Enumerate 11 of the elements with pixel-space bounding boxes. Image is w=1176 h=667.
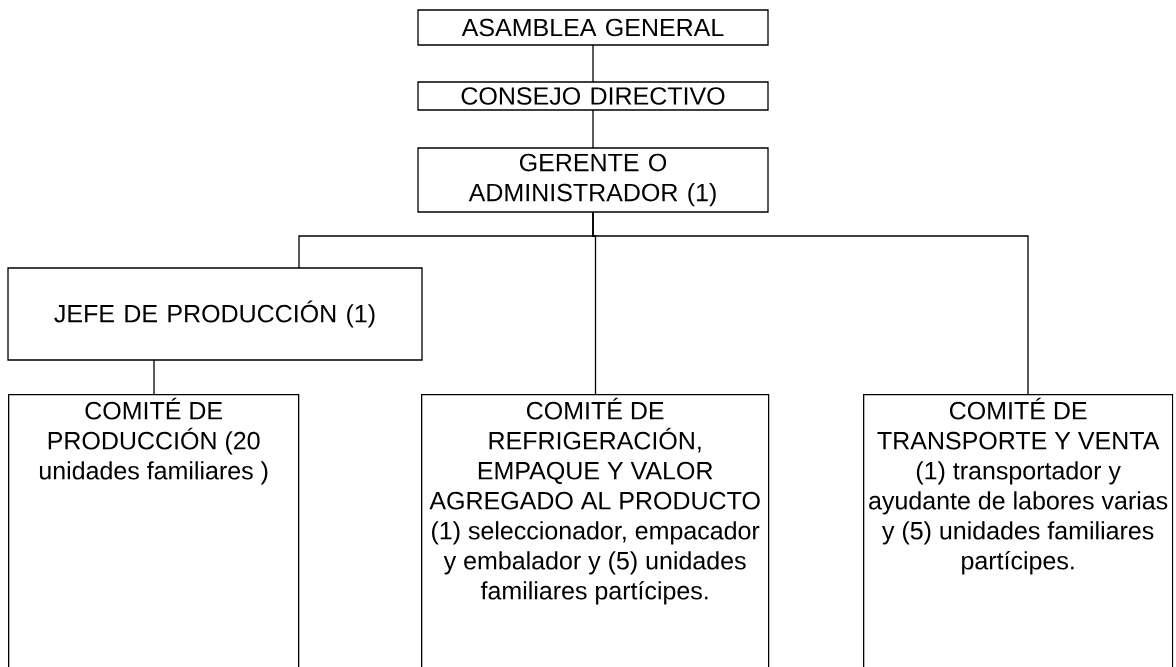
org-box: JEFE DE PRODUCCIÓN (1): [7, 267, 423, 361]
org-box: ASAMBLEA GENERAL: [417, 9, 769, 46]
committee-box: COMITÉ DE PRODUCCIÓN (20 unidades familiares ): [8, 394, 300, 667]
connector-line: [153, 359, 155, 395]
connector-line: [592, 211, 1029, 395]
connector-line: [592, 109, 594, 149]
connector-line: [592, 44, 594, 83]
committee-box: COMITÉ DE REFRIGERACIÓN, EMPAQUE Y VALOR AGREGADO AL PRODUCTO (1) seleccionador, empacador y embalador y (5) unidades familiares partícipes.: [421, 394, 770, 667]
org-box: GERENTE O ADMINISTRADOR (1): [417, 147, 769, 213]
committee-box: COMITÉ DE TRANSPORTE Y VENTA (1) transportador y ayudante de labores varias y (5) unidades familiares partícipes.: [863, 394, 1174, 667]
org-box: CONSEJO DIRECTIVO: [417, 81, 769, 111]
